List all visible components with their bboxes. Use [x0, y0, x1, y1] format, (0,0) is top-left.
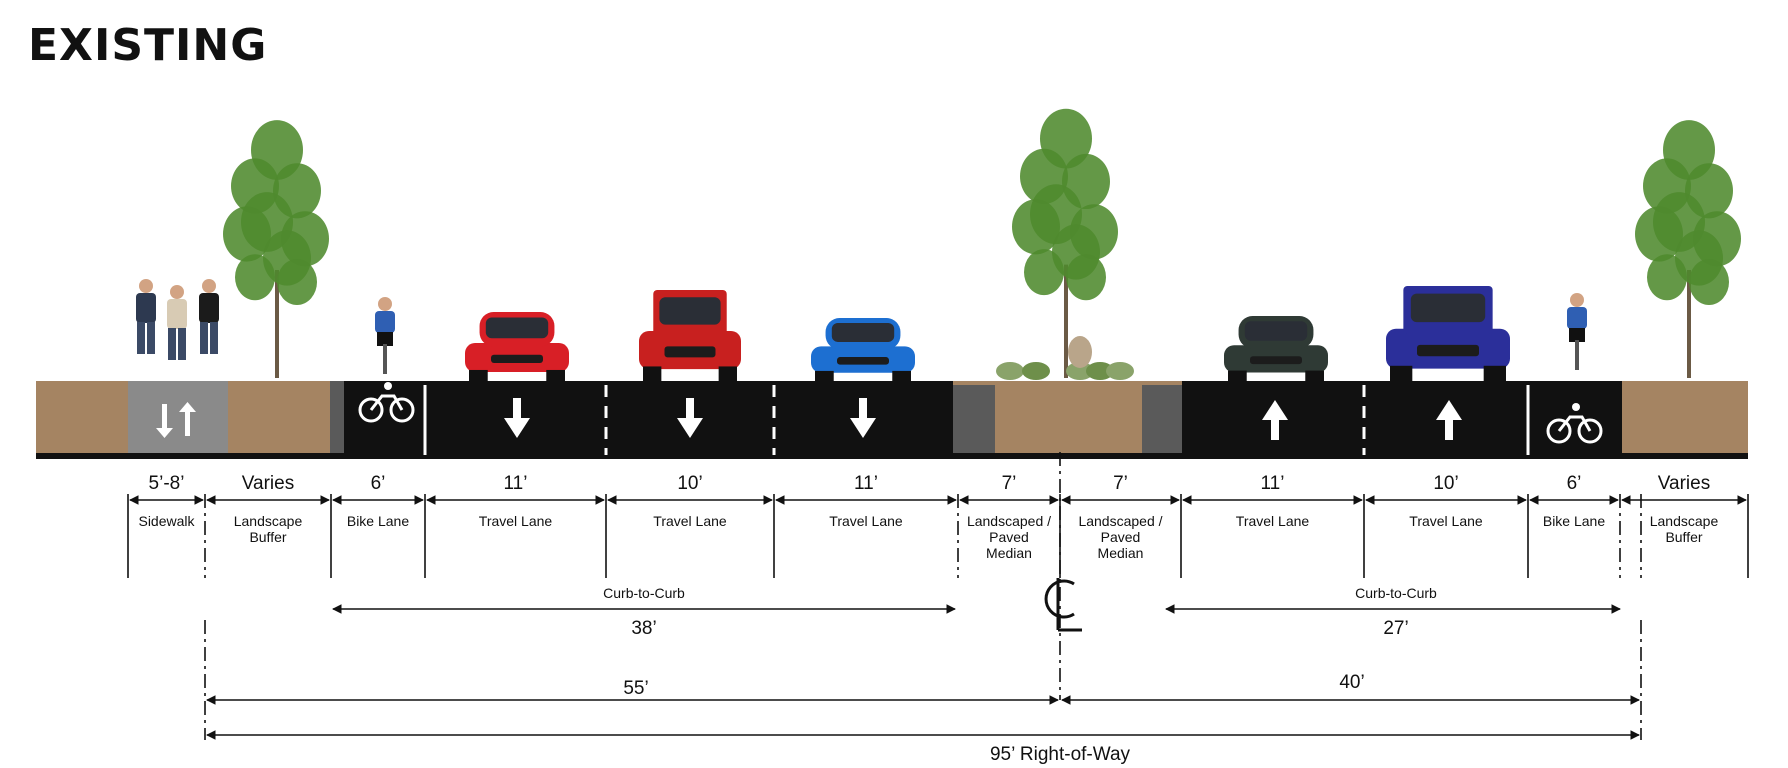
- segment-label: Landscaped /: [967, 513, 1051, 529]
- median-curb-left: [953, 385, 995, 459]
- segment-label: Bike Lane: [1543, 513, 1605, 529]
- curb-to-curb-left-value: 38’: [631, 618, 656, 639]
- shrub-icon: [1106, 362, 1134, 380]
- segment-width: 7’: [1113, 473, 1128, 494]
- segment-label: Buffer: [1665, 529, 1702, 545]
- jeep-icon: [639, 290, 741, 381]
- curb-left: [330, 381, 344, 459]
- half-right-value: 40’: [1339, 672, 1364, 693]
- arrow-down-icon: [504, 398, 530, 438]
- segment-width: Varies: [1658, 473, 1710, 494]
- segment-label: Bike Lane: [347, 513, 409, 529]
- segment-label: Buffer: [249, 529, 286, 545]
- page-title: EXISTING: [28, 20, 268, 71]
- curb-to-curb-right-value: 27’: [1383, 618, 1408, 639]
- segment-label: Median: [986, 545, 1032, 561]
- segment-label: Travel Lane: [1409, 513, 1483, 529]
- segment-width: Varies: [242, 473, 294, 494]
- curb-to-curb-left-label: Curb-to-Curb: [603, 585, 685, 601]
- tree-icon: [1012, 108, 1118, 378]
- median-curb-right: [1142, 385, 1182, 459]
- segment-label: Travel Lane: [1236, 513, 1310, 529]
- pedestrian-icon: [136, 279, 156, 354]
- segment-label: Paved: [989, 529, 1029, 545]
- car-icon: [811, 318, 915, 381]
- arrow-down-icon: [677, 398, 703, 438]
- pedestrian-icon: [199, 279, 219, 354]
- base-line: [36, 453, 1748, 459]
- shrub-icon: [1066, 362, 1094, 380]
- pedestrian-icon: [167, 285, 187, 360]
- bicycle-icon: [358, 382, 415, 423]
- shrub-icon: [1022, 362, 1050, 380]
- boulder-icon: [1068, 336, 1092, 368]
- curb-to-curb-right-label: Curb-to-Curb: [1355, 585, 1437, 601]
- shrub-icon: [996, 362, 1024, 380]
- segment-label: Median: [1098, 545, 1144, 561]
- arrow-up-icon: [1436, 400, 1462, 440]
- cyclist-icon: [375, 297, 395, 374]
- car-icon: [1224, 316, 1328, 381]
- segment-width: 10’: [1433, 473, 1458, 494]
- segment-width: 6’: [1567, 473, 1582, 494]
- shrub-icon: [1086, 362, 1114, 380]
- segment-label: Sidewalk: [138, 513, 195, 529]
- segment-label: Travel Lane: [829, 513, 903, 529]
- tree-icon: [1635, 120, 1741, 378]
- segment-label: Landscape: [1650, 513, 1719, 529]
- roadway-right: [1182, 381, 1622, 459]
- car-icon: [465, 312, 569, 381]
- segment-width: 11’: [504, 473, 528, 494]
- segment-label: Paved: [1101, 529, 1141, 545]
- cyclist-icon: [1567, 293, 1587, 370]
- segment-width: 7’: [1002, 473, 1017, 494]
- roadway-left: [331, 381, 953, 459]
- half-left-value: 55’: [623, 678, 648, 699]
- two-way-arrows-icon: [156, 402, 196, 438]
- arrow-up-icon: [1262, 400, 1288, 440]
- segment-label: Travel Lane: [653, 513, 727, 529]
- segment-label: Landscape: [234, 513, 303, 529]
- tree-icon: [223, 120, 329, 378]
- bicycle-icon: [1546, 403, 1603, 444]
- segment-label: Travel Lane: [479, 513, 553, 529]
- segment-width: 10’: [677, 473, 702, 494]
- right-of-way-total: 95’ Right-of-Way: [990, 744, 1131, 765]
- segment-width: 6’: [371, 473, 386, 494]
- segment-width: 11’: [854, 473, 878, 494]
- segment-width: 11’: [1261, 473, 1285, 494]
- pickup-truck-icon: [1386, 286, 1510, 381]
- segment-width: 5’-8’: [149, 473, 185, 494]
- sidewalk-surface: [128, 381, 228, 459]
- centerline-icon: [1044, 578, 1082, 632]
- segment-label: Landscaped /: [1078, 513, 1162, 529]
- arrow-down-icon: [850, 398, 876, 438]
